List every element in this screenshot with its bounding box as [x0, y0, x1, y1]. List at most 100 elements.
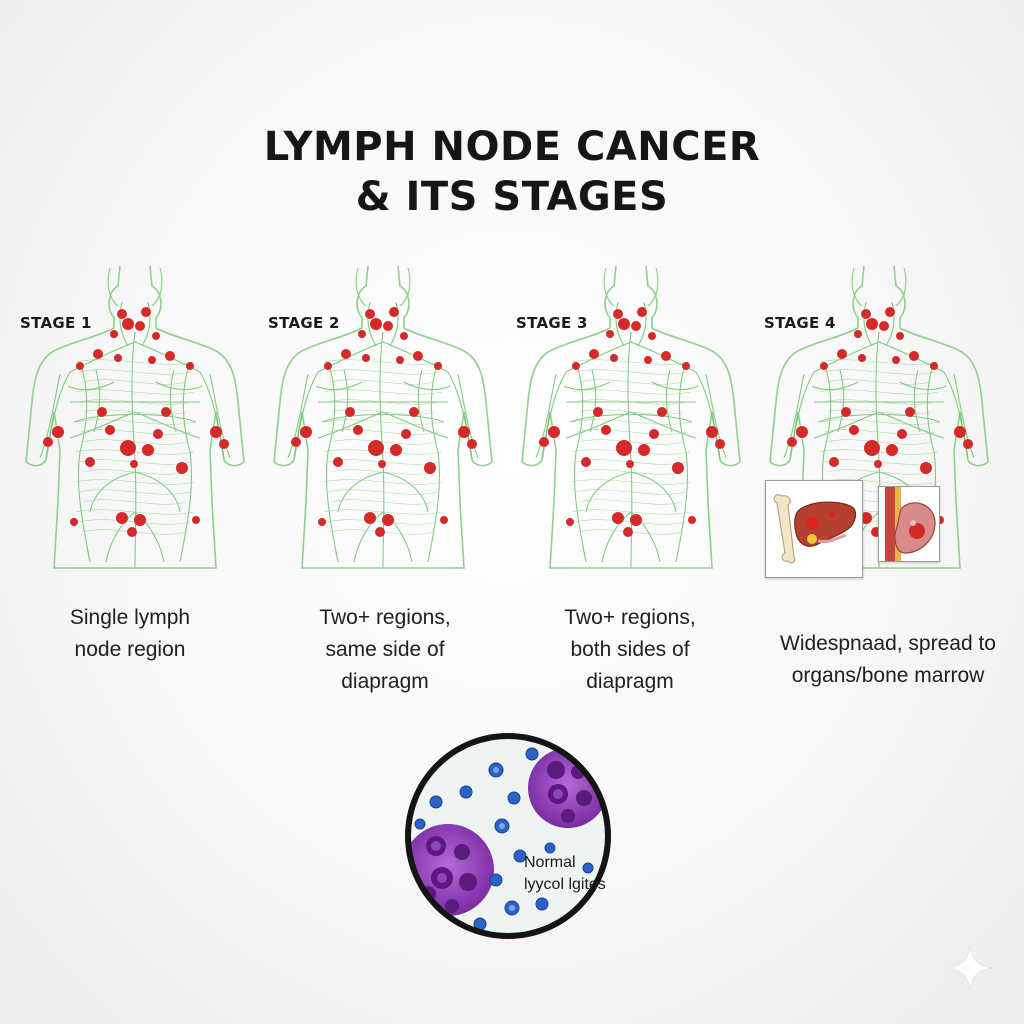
lymph-node [688, 516, 696, 524]
lymph-node [858, 354, 866, 362]
lymph-node [897, 429, 907, 439]
lymph-node [318, 518, 326, 526]
lymph-node [909, 351, 919, 361]
body-lymph-system-icon [25, 265, 245, 569]
lymph-node [353, 425, 363, 435]
lymph-node [879, 321, 889, 331]
lymph-node [539, 437, 549, 447]
lymph-node [648, 332, 656, 340]
lymph-node [324, 362, 332, 370]
lymph-node [401, 429, 411, 439]
lymph-node [861, 309, 871, 319]
lymph-node [860, 512, 872, 524]
stage-3-panel: STAGE 3 [506, 262, 756, 574]
lymph-node [892, 356, 900, 364]
stage-3-desc-line: Two+ regions, [564, 606, 696, 629]
lymph-node [837, 349, 847, 359]
lymph-node [572, 362, 580, 370]
lymph-node [345, 407, 355, 417]
stage-4-description: Widespnaad, spread to organs/bone marrow [753, 628, 1023, 692]
stage-2-label: STAGE 2 [268, 314, 340, 332]
lymph-node [110, 330, 118, 338]
lymph-node [886, 444, 898, 456]
lymph-node [364, 512, 376, 524]
lymph-node [566, 518, 574, 526]
lymph-node [219, 439, 229, 449]
lymph-node [548, 426, 560, 438]
lymph-node [341, 349, 351, 359]
micro-caption-line: lyycol lgites [524, 876, 606, 893]
lymph-node [820, 362, 828, 370]
liver-icon [794, 501, 857, 547]
stage-1-label: STAGE 1 [20, 314, 92, 332]
lymph-node [153, 429, 163, 439]
lymph-node [644, 356, 652, 364]
stage-1-desc-line: node region [74, 638, 186, 661]
lymph-node [358, 330, 366, 338]
lymph-node [661, 351, 671, 361]
lymph-node [593, 407, 603, 417]
lymph-node [930, 362, 938, 370]
lymph-node [631, 321, 641, 331]
lymph-node [649, 429, 659, 439]
diagram-title: LYMPH NODE CANCER & ITS STAGES [0, 122, 1024, 222]
lymph-node [612, 512, 624, 524]
lymph-node [467, 439, 477, 449]
lymph-node [864, 440, 880, 456]
lymph-node [706, 426, 718, 438]
body-lymph-system-icon [521, 265, 741, 569]
lymph-node [176, 462, 188, 474]
stage-3-desc-line: diapragm [586, 670, 674, 693]
stage-1-panel: STAGE 1 [10, 262, 260, 574]
lymph-node [161, 407, 171, 417]
stage-2-description: Two+ regions, same side of diapragm [260, 602, 510, 698]
lymph-node [413, 351, 423, 361]
lymph-node [616, 440, 632, 456]
lymph-node [424, 462, 436, 474]
lymph-node [610, 354, 618, 362]
stage-1-desc-line: Single lymph [69, 606, 191, 629]
lymph-node [963, 439, 973, 449]
lymph-node [117, 309, 127, 319]
stage-4-desc-line: organs/bone marrow [791, 664, 985, 687]
lymph-node [210, 426, 222, 438]
lymph-node [854, 330, 862, 338]
lymph-node [618, 318, 630, 330]
lymph-node [165, 351, 175, 361]
lymph-node [920, 462, 932, 474]
lymph-node [905, 407, 915, 417]
lymph-node [365, 309, 375, 319]
lymph-node [122, 318, 134, 330]
lymph-node [43, 437, 53, 447]
lymph-node [849, 425, 859, 435]
lymph-node [134, 514, 146, 526]
lymph-node [389, 307, 399, 317]
lymph-node [637, 307, 647, 317]
lymph-node [613, 309, 623, 319]
stage-1-description: Single lymph node region [5, 602, 255, 666]
lymph-node [885, 307, 895, 317]
micro-caption-line: Normal [524, 854, 576, 871]
lymph-node [829, 457, 839, 467]
heart-organ-icon [894, 502, 936, 554]
lymph-node [52, 426, 64, 438]
lymph-node [186, 362, 194, 370]
lymph-node [300, 426, 312, 438]
lymph-node [626, 460, 634, 468]
microscope-caption: Normal lyycol lgites [524, 852, 606, 896]
lymph-node [105, 425, 115, 435]
lymph-node [362, 354, 370, 362]
bone-icon [773, 494, 796, 564]
lymph-node [874, 460, 882, 468]
lymph-node [796, 426, 808, 438]
lymph-node [375, 527, 385, 537]
lymph-node [141, 307, 151, 317]
lymph-node [368, 440, 384, 456]
stage-2-desc-line: diapragm [341, 670, 429, 693]
sparkle-icon [947, 945, 993, 991]
lymph-node [120, 440, 136, 456]
lymph-node [85, 457, 95, 467]
lymph-node [152, 332, 160, 340]
lymph-node [866, 318, 878, 330]
title-line-2: & ITS STAGES [355, 174, 669, 220]
